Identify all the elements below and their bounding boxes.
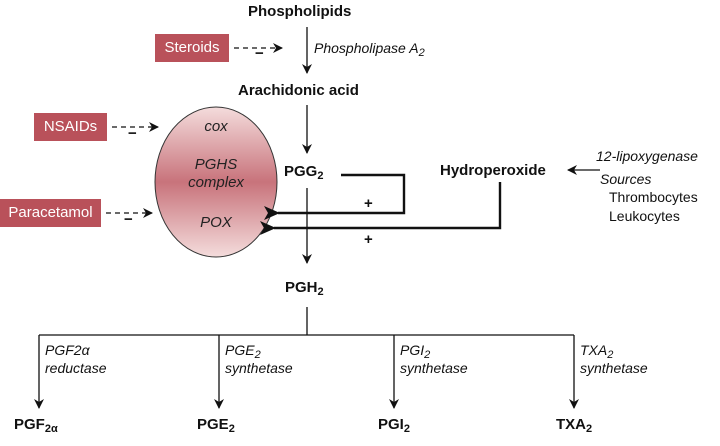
enzyme-sub: 2 (607, 349, 614, 361)
pghs-complex-ellipse (154, 106, 278, 258)
arachidonic-acid-label: Arachidonic acid (238, 82, 359, 99)
enzyme-sub: 2 (424, 349, 431, 361)
product-sub: 2 (403, 423, 410, 435)
product-sub: 2 (586, 423, 593, 435)
pgh2-label: PGH2 (285, 279, 324, 298)
branch-enzyme-txa2: TXA2 synthetase (580, 341, 648, 377)
enzyme-type: synthetase (225, 360, 293, 376)
steroids-inhibit-sign: − (255, 45, 264, 62)
product-text: PGE (197, 416, 229, 433)
phospholipids-label: Phospholipids (248, 3, 352, 20)
pox-label: POX (200, 214, 232, 231)
steroids-box: Steroids (155, 34, 229, 62)
pghs-label: PGHS (194, 156, 238, 173)
pgg2-label: PGG2 (284, 163, 324, 182)
product-pgi2: PGI2 (378, 416, 410, 435)
enzyme-type: synthetase (400, 360, 468, 376)
cox-label: cox (204, 118, 228, 135)
product-txa2: TXA2 (556, 416, 593, 435)
product-pgf2a: PGF2α (14, 416, 58, 435)
enzyme-name: PGE (225, 342, 255, 358)
enzyme-name: TXA (580, 342, 608, 358)
product-sub: 2α (44, 423, 58, 435)
paracetamol-box: Paracetamol (0, 199, 101, 227)
source-leukocytes: Leukocytes (609, 208, 680, 224)
product-sub: 2 (228, 423, 235, 435)
enzyme-name: PGF2α (45, 342, 90, 358)
hydroperoxide-activation-sign: + (364, 231, 373, 248)
pgg-sub: 2 (317, 170, 324, 182)
pgh-sub: 2 (317, 286, 324, 298)
product-text: PGF (14, 416, 45, 433)
source-thrombocytes: Thrombocytes (609, 189, 698, 205)
pgg-text: PGG (284, 163, 318, 180)
branch-enzyme-pgi2: PGI2 synthetase (400, 341, 468, 377)
branch-enzyme-pge2: PGE2 synthetase (225, 341, 293, 377)
phospholipase-text: Phospholipase A (314, 40, 419, 56)
sources-heading: Sources (600, 171, 652, 187)
pgh-text: PGH (285, 279, 318, 296)
enzyme-type: reductase (45, 360, 107, 376)
branch-enzyme-pgf2a: PGF2α reductase (45, 341, 106, 377)
nsaids-inhibit-sign: − (128, 125, 137, 142)
product-pge2: PGE2 (197, 416, 235, 435)
arrow-hydroperoxide-feedback (260, 182, 502, 235)
nsaids-box: NSAIDs (34, 113, 107, 141)
lipoxygenase-label: 12-lipoxygenase (596, 148, 698, 164)
phospholipase-sub: 2 (418, 47, 425, 59)
phospholipase-label: Phospholipase A2 (314, 40, 425, 59)
hydroperoxide-label: Hydroperoxide (440, 162, 546, 179)
enzyme-name: PGI (400, 342, 425, 358)
enzyme-type: synthetase (580, 360, 648, 376)
complex-label: complex (188, 174, 244, 191)
enzyme-sub: 2 (254, 349, 261, 361)
pgg2-activation-sign: + (364, 195, 373, 212)
product-text: PGI (378, 416, 404, 433)
product-text: TXA (556, 416, 586, 433)
paracetamol-inhibit-sign: − (124, 211, 133, 228)
arrow-pgg2-feedback (264, 173, 406, 220)
